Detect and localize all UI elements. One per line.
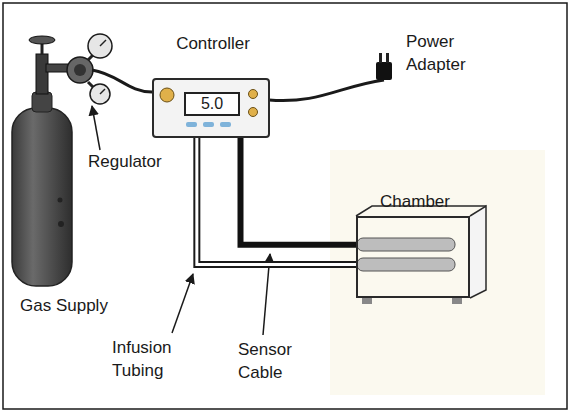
power-plug: [376, 53, 392, 80]
display-readout: 5.0: [184, 92, 240, 116]
infusion-tubing: [197, 138, 356, 264]
gas-cylinder: [12, 36, 72, 286]
tube-core: [197, 138, 356, 264]
part-label: Power Adapter: [406, 30, 506, 76]
chamber-details: [356, 206, 486, 304]
node-heading: Chamber: [340, 192, 490, 212]
controller-box: Controller5.0: [152, 78, 270, 138]
leader-arrow: [172, 274, 193, 333]
part-label: Gas Supply: [20, 294, 150, 317]
cable-line: [241, 138, 357, 245]
chamber-panel: [330, 150, 545, 395]
power-cord: [269, 80, 384, 101]
chamber-box: Chamber: [356, 216, 470, 298]
controller-body: [153, 79, 269, 137]
sensor-cable: [241, 138, 357, 245]
part-label: Regulator: [88, 150, 198, 173]
node-heading: Controller: [138, 34, 288, 54]
tube-outline: [197, 138, 356, 264]
regulator: [46, 34, 112, 104]
gas-hose: [92, 70, 152, 92]
frame: [3, 3, 567, 409]
part-label: Infusion Tubing: [112, 336, 202, 382]
leader-arrow: [92, 106, 100, 150]
part-label: Sensor Cable: [238, 338, 318, 384]
